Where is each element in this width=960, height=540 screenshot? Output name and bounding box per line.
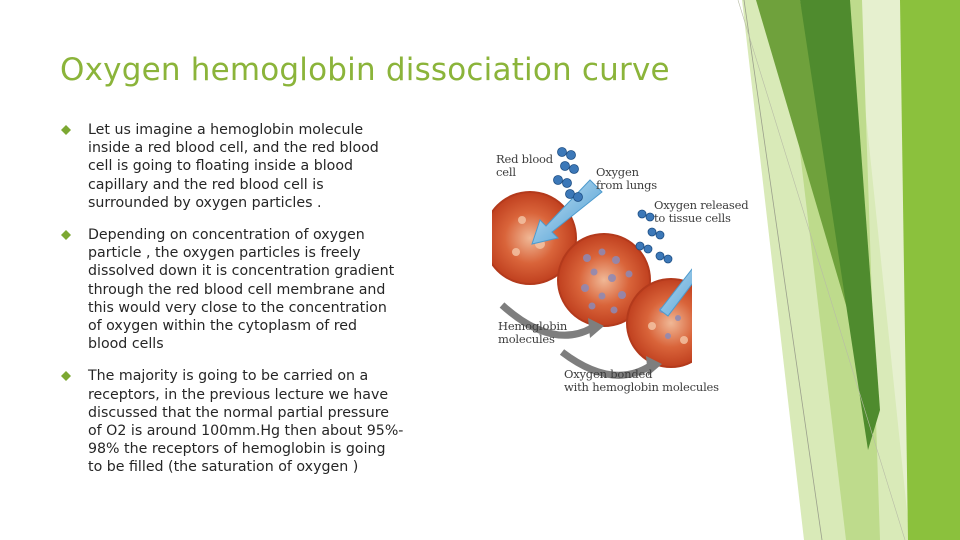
red-blood-cell-label: Red blood cell <box>496 152 553 179</box>
bullet-text: Depending on concentration of oxygen par… <box>88 227 395 353</box>
diamond-bullet-icon <box>61 230 71 241</box>
bullet-list: Let us imagine a hemoglobin molecule ins… <box>58 121 430 491</box>
bullet-text: Let us imagine a hemoglobin molecule ins… <box>88 122 379 211</box>
bullet-item: The majority is going to be carried on a… <box>58 367 430 476</box>
hemoglobin-molecules-label: Hemoglobin molecules <box>498 319 568 346</box>
bullet-item: Let us imagine a hemoglobin molecule ins… <box>58 121 430 212</box>
oxygen-released-label: Oxygen released to tissue cells <box>654 198 749 225</box>
diamond-bullet-icon <box>61 371 71 382</box>
slide-title: Oxygen hemoglobin dissociation curve <box>60 52 670 88</box>
bullet-text: The majority is going to be carried on a… <box>88 368 404 476</box>
oxygen-bonded-label: Oxygen bonded with hemoglobin molecules <box>564 367 719 394</box>
diamond-bullet-icon <box>61 125 71 135</box>
bullet-item: Depending on concentration of oxygen par… <box>58 226 430 353</box>
red-blood-cell-illustration <box>492 140 692 410</box>
oxygen-from-lungs-label: Oxygen from lungs <box>596 165 657 192</box>
red-blood-cells-drawing <box>492 147 692 379</box>
